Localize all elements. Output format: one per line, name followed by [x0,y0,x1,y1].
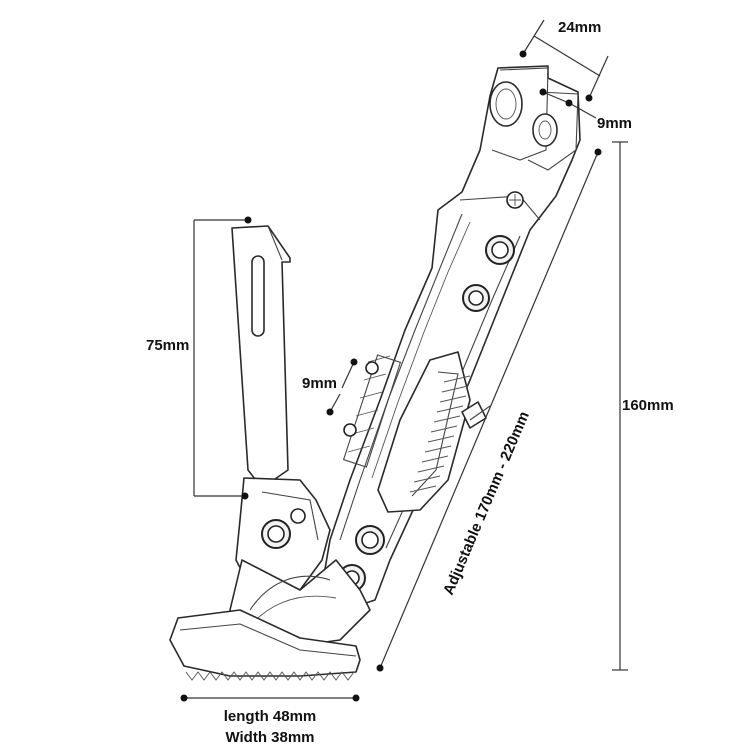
dim-foot-length [180,694,360,702]
upper-mount-hole [489,81,523,127]
mounting-slot [251,255,265,337]
label-foot-width: Width 38mm [225,729,314,746]
dim-top-hole [539,88,597,119]
dim-adjustable-range [376,148,602,672]
pivot-pin [290,508,306,524]
channel-screw-2 [343,423,357,437]
kickstand-illustration [169,65,581,681]
kickstand-leg [319,65,581,611]
mounting-plate [231,225,291,489]
hex-bolt-upper-2 [462,284,490,312]
label-slot-width: 9mm [302,375,337,392]
dim-slot-width [326,358,358,416]
channel-screw-1 [365,361,379,375]
top-small-hole [532,113,558,147]
pivot-bolt-left [261,519,291,549]
dimension-lines [180,19,628,702]
dim-top-width [519,19,609,102]
label-plate-height: 75mm [146,337,189,354]
dim-plate-height [193,216,252,500]
label-top-hole: 9mm [597,115,632,132]
label-top-width: 24mm [558,19,601,36]
top-screw [506,191,524,209]
label-foot-length: length 48mm [224,708,317,725]
foot-pad [169,609,361,681]
adjustment-rack [342,351,471,513]
dim-total-height [612,141,628,671]
hex-bolt-lower-1 [355,525,385,555]
hex-bolt-upper-1 [485,235,515,265]
label-total-height: 160mm [622,397,674,414]
